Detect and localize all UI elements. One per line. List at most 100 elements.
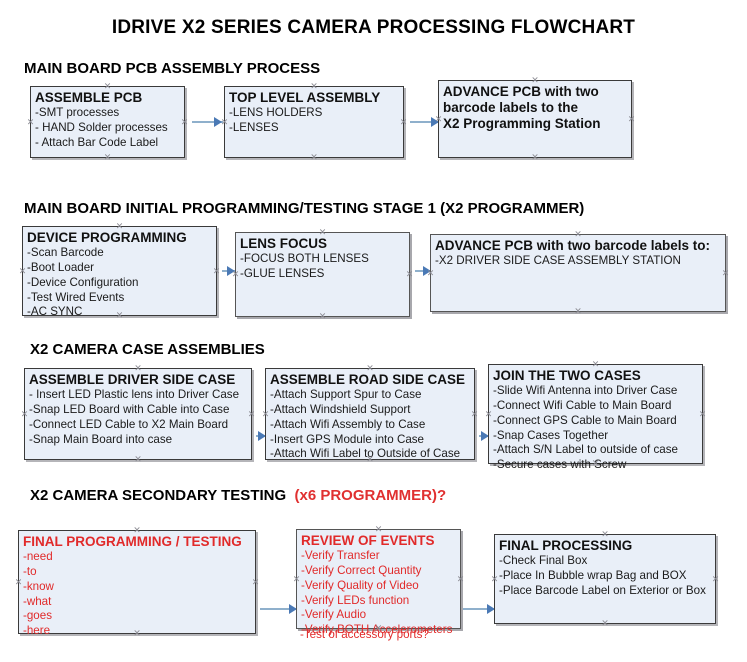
box-item: -Place Barcode Label on Exterior or Box [499,583,706,597]
connection-handle-bottom[interactable] [134,455,143,464]
connection-handle-right[interactable] [698,410,707,419]
connection-handle-bottom[interactable] [310,153,319,162]
box-item: -Verify LEDs function [301,593,410,607]
connector-arrow [227,266,235,276]
connector-arrow [431,117,439,127]
box-item: -Connect LED Cable to X2 Main Board [29,417,229,431]
box-item: -LENSES [229,120,279,134]
box-title: LENS FOCUS [240,236,328,251]
connection-handle-right[interactable] [399,118,408,127]
box-title: REVIEW OF EVENTS [301,533,435,548]
box-item: -what [23,594,52,608]
connector-line [463,608,495,610]
box-item: -Verify Audio [301,608,367,622]
box-item: -Attach S/N Label to outside of case [493,443,678,457]
connection-handle-left[interactable] [292,575,301,584]
connection-handle-bottom[interactable] [574,307,583,316]
box-title: ASSEMBLE ROAD SIDE CASE [270,372,466,387]
connection-handle-left[interactable] [490,575,499,584]
box-assemble-driver-side-case[interactable]: ASSEMBLE DRIVER SIDE CASE - Insert LED P… [24,368,252,460]
box-advance-pcb-programming-station[interactable]: ADVANCE PCB with two barcode labels to t… [438,80,632,158]
box-item: -Attach Support Spur to Case [270,388,422,402]
box-title-line3: X2 Programming Station [443,116,601,132]
connection-handle-bottom[interactable] [531,153,540,162]
box-item: -Verify Quality of Video [301,578,419,592]
box-item: - HAND Solder processes [35,120,168,134]
connection-handle-right[interactable] [247,410,256,419]
box-top-level-assembly[interactable]: TOP LEVEL ASSEMBLY -LENS HOLDERS -LENSES [224,86,404,158]
box-item: -GLUE LENSES [240,266,325,280]
box-join-the-two-cases[interactable]: JOIN THE TWO CASES -Slide Wifi Antenna i… [488,364,703,471]
box-item: -Test Wired Events [27,290,125,304]
box-item: -Verify Correct Quantity [301,563,422,577]
box-item: -Snap Main Board into case [29,432,173,446]
box-item: -Secure cases with Screw [493,458,627,472]
box-item: -FOCUS BOTH LENSES [240,252,369,266]
connection-handle-left[interactable] [26,118,35,127]
connection-handle-right[interactable] [456,575,465,584]
connection-handle-left[interactable] [20,410,29,419]
box-title-line2: barcode labels to the [443,100,579,116]
box-advance-pcb-driver-side[interactable]: ADVANCE PCB with two barcode labels to: … [430,234,726,312]
connection-handle-left[interactable] [18,267,27,276]
box-item: -Scan Barcode [27,246,104,260]
box-title: FINAL PROCESSING [499,538,633,553]
box-assemble-pcb[interactable]: ASSEMBLE PCB -SMT processes - HAND Solde… [30,86,185,158]
box-item: -SMT processes [35,106,120,120]
section-heading-4: X2 CAMERA SECONDARY TESTING (x6 PROGRAMM… [30,487,446,504]
box-title: ADVANCE PCB with two barcode labels to: [435,238,711,253]
connection-handle-right[interactable] [405,270,414,279]
connection-handle-right[interactable] [721,269,730,278]
connection-handle-right[interactable] [212,267,221,276]
box-item: -here [23,624,51,638]
connection-handle-right[interactable] [711,575,720,584]
connection-handle-right[interactable] [251,578,260,587]
box-item: -Place In Bubble wrap Bag and BOX [499,568,687,582]
connector-arrow [487,604,495,614]
connector-arrow [258,431,266,441]
box-item: -Attach Windshield Support [270,402,411,416]
box-lens-focus[interactable]: LENS FOCUS -FOCUS BOTH LENSES -GLUE LENS… [235,232,410,317]
box-item: -LENS HOLDERS [229,106,323,120]
connection-handle-bottom[interactable] [601,619,610,628]
connection-handle-right[interactable] [180,118,189,127]
box-final-processing[interactable]: FINAL PROCESSING -Check Final Box -Place… [494,534,716,624]
box-item: -Device Configuration [27,275,139,289]
box-title: TOP LEVEL ASSEMBLY [229,90,381,105]
box-item: -Attach Wifi Assembly to Case [270,417,426,431]
section-heading-3: X2 CAMERA CASE ASSEMBLIES [30,341,265,358]
box-item: -Connect GPS Cable to Main Board [493,413,677,427]
box-title: ASSEMBLE DRIVER SIDE CASE [29,372,236,387]
box-assemble-road-side-case[interactable]: ASSEMBLE ROAD SIDE CASE -Attach Support … [265,368,475,460]
box-item: -Slide Wifi Antenna into Driver Case [493,384,678,398]
box-title: DEVICE PROGRAMMING [27,230,187,245]
box-item: -Check Final Box [499,554,588,568]
connection-handle-right[interactable] [627,115,636,124]
connector-arrow [423,266,431,276]
section-heading-4-red-note: (x6 PROGRAMMER)? [294,487,447,504]
box-item: -Verify Transfer [301,549,380,563]
connection-handle-bottom[interactable] [103,153,112,162]
connector-line [260,608,297,610]
connection-handle-left[interactable] [484,410,493,419]
connection-handle-bottom[interactable] [318,312,327,321]
connection-handle-left[interactable] [261,410,270,419]
connection-handle-right[interactable] [470,410,479,419]
box-item: - Attach Bar Code Label [35,135,159,149]
box-review-of-events[interactable]: REVIEW OF EVENTS -Verify Transfer -Verif… [296,529,461,636]
box-item-overflow: -Test of accessory ports? [300,628,429,641]
box-item: -Verify BOTH Accelerometers [301,623,453,637]
box-device-programming[interactable]: DEVICE PROGRAMMING -Scan Barcode -Boot L… [22,226,217,318]
box-item: -need [23,550,53,564]
connection-handle-left[interactable] [14,578,23,587]
connector-arrow [481,431,489,441]
box-item: -goes [23,609,53,623]
box-item: -AC SYNC [27,305,83,319]
section-heading-2: MAIN BOARD INITIAL PROGRAMMING/TESTING S… [24,200,585,217]
box-item: -know [23,579,54,593]
box-item: -Insert GPS Module into Case [270,432,425,446]
box-final-programming-testing[interactable]: FINAL PROGRAMMING / TESTING -need -to -k… [18,530,256,637]
box-item: -Connect Wifi Cable to Main Board [493,398,672,412]
section-heading-1: MAIN BOARD PCB ASSEMBLY PROCESS [24,60,321,77]
